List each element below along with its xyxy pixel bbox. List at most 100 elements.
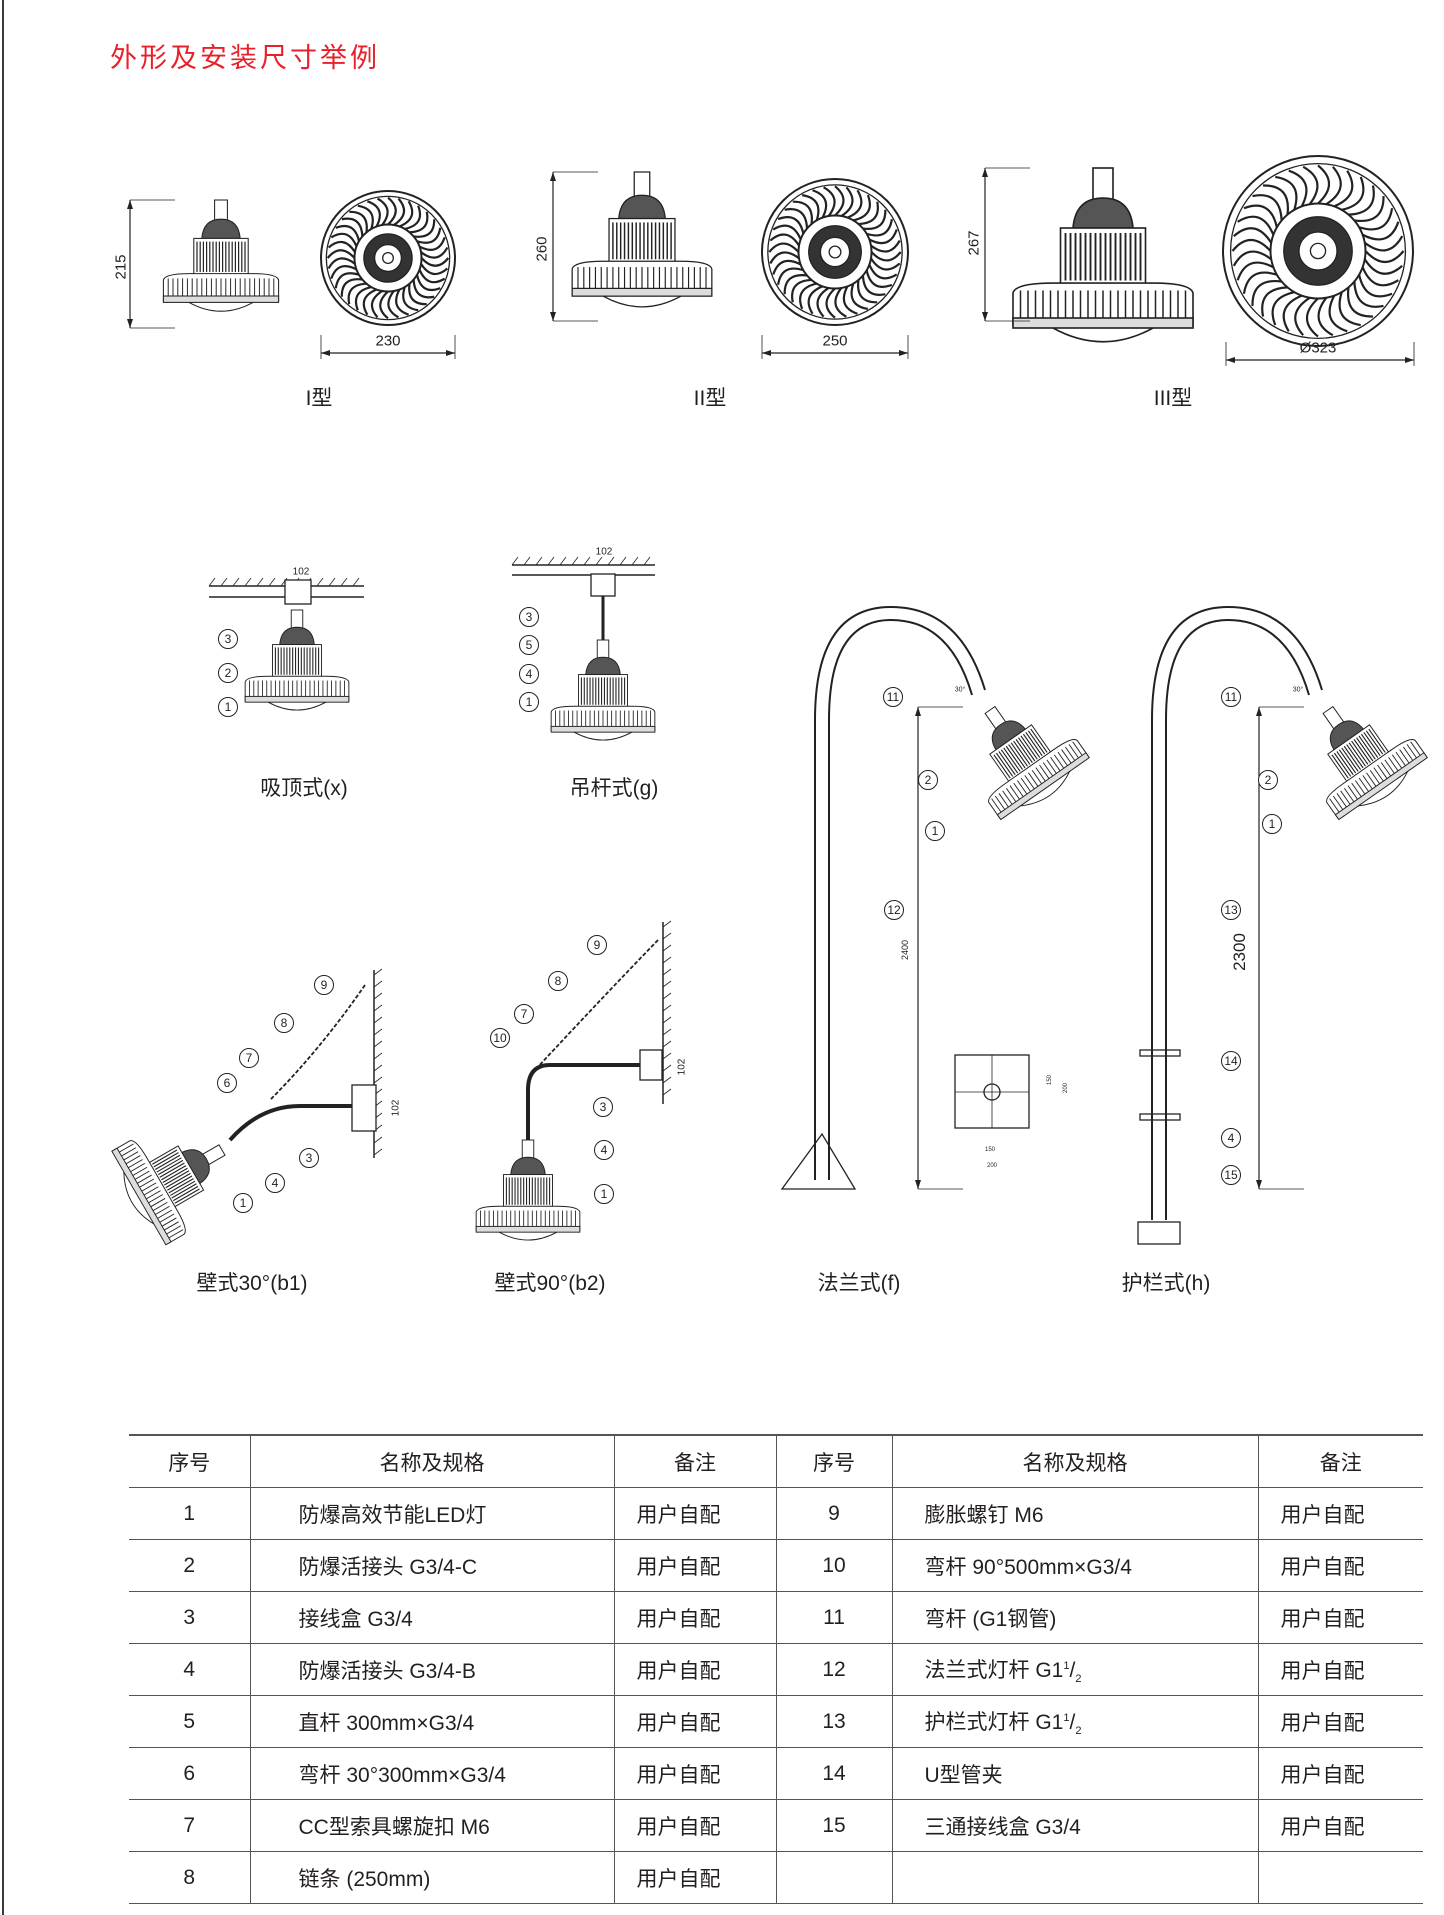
table-cell: 防爆活接头 G3/4-B <box>249 1643 614 1696</box>
callout-b1-9: 9 <box>314 975 334 995</box>
type-3-top-view <box>1222 155 1414 347</box>
callout-h-11: 11 <box>1221 687 1241 707</box>
page-title: 外形及安装尺寸举例 <box>110 43 380 73</box>
table-cell: 15 <box>775 1799 892 1852</box>
callout-g-3: 3 <box>519 607 539 627</box>
callout-g-4: 4 <box>519 664 539 684</box>
column-header: 序号 <box>129 1434 250 1488</box>
callout-h-15: 15 <box>1221 1165 1241 1185</box>
callout-h-13: 13 <box>1221 900 1241 920</box>
column-header: 名称及规格 <box>891 1434 1258 1488</box>
callout-b2-4: 4 <box>594 1140 614 1160</box>
callout-b1-7: 7 <box>239 1048 259 1068</box>
callout-h-4: 4 <box>1221 1128 1241 1148</box>
callout-x-1: 1 <box>218 697 238 717</box>
callout-f-11: 11 <box>883 687 903 707</box>
table-cell: 用户自配 <box>613 1487 776 1540</box>
table-cell: 9 <box>775 1487 892 1540</box>
table-cell: 用户自配 <box>1257 1539 1423 1592</box>
table-cell: 弯杆 30°300mm×G3/4 <box>249 1747 614 1800</box>
table-cell: 用户自配 <box>613 1799 776 1852</box>
callout-b1-3: 3 <box>299 1148 319 1168</box>
callout-f-1: 1 <box>925 821 945 841</box>
table-cell: 7 <box>129 1799 250 1852</box>
table-cell: 法兰式灯杆 G11/2 <box>891 1643 1258 1696</box>
table-cell: 3 <box>129 1591 250 1644</box>
table-cell: 用户自配 <box>613 1539 776 1592</box>
mount-f-lamp <box>984 705 1090 821</box>
table-cell <box>891 1851 1258 1904</box>
table-cell: 接线盒 G3/4 <box>249 1591 614 1644</box>
callout-h-1: 1 <box>1262 814 1282 834</box>
callout-x-3: 3 <box>218 629 238 649</box>
callout-x-2: 2 <box>218 663 238 683</box>
mount-g-dim: 102 <box>595 546 613 558</box>
table-cell: 用户自配 <box>613 1695 776 1748</box>
table-cell: 13 <box>775 1695 892 1748</box>
table-cell: 弯杆 90°500mm×G3/4 <box>891 1539 1258 1592</box>
table-cell: 直杆 300mm×G3/4 <box>249 1695 614 1748</box>
callout-b2-9: 9 <box>587 935 607 955</box>
mount-b2-dim: 102 <box>676 1058 688 1076</box>
table-cell: 用户自配 <box>613 1851 776 1904</box>
callout-g-5: 5 <box>519 635 539 655</box>
callout-b2-7: 7 <box>514 1004 534 1024</box>
type-3-height: 267 <box>965 230 983 256</box>
type-1-top-view <box>320 190 456 326</box>
plate-dim-1: 150 <box>1047 1074 1053 1086</box>
plate-dim-2: 200 <box>1063 1082 1069 1094</box>
callout-b2-1: 1 <box>594 1184 614 1204</box>
table-cell: 用户自配 <box>1257 1695 1423 1748</box>
table-cell: 用户自配 <box>1257 1643 1423 1696</box>
mount-b1-label: 壁式30°(b1) <box>196 1272 308 1295</box>
callout-b2-10: 10 <box>490 1028 510 1048</box>
mount-h-angle: 30° <box>1292 686 1304 694</box>
mount-b1-dim: 102 <box>390 1099 402 1117</box>
callout-g-1: 1 <box>519 692 539 712</box>
mount-f-angle: 30° <box>954 686 966 694</box>
table-cell: 11 <box>775 1591 892 1644</box>
table-cell: 用户自配 <box>1257 1747 1423 1800</box>
mount-f-label: 法兰式(f) <box>817 1272 901 1295</box>
table-cell: 用户自配 <box>613 1643 776 1696</box>
column-header: 序号 <box>775 1434 892 1488</box>
column-header: 备注 <box>1257 1434 1423 1488</box>
mount-g-lamp <box>550 639 656 741</box>
table-cell: 5 <box>129 1695 250 1748</box>
callout-b1-6: 6 <box>217 1073 237 1093</box>
callout-b1-1: 1 <box>233 1193 253 1213</box>
type-1-height: 215 <box>112 254 130 280</box>
type-2-height: 260 <box>533 236 551 262</box>
type-1-width: 230 <box>375 332 401 350</box>
table-cell: 用户自配 <box>613 1747 776 1800</box>
table-cell: 10 <box>775 1539 892 1592</box>
mount-x-lamp <box>244 609 350 711</box>
type-3-top-view <box>761 178 909 326</box>
type-2-width: 250 <box>822 332 848 350</box>
table-cell: 链条 (250mm) <box>249 1851 614 1904</box>
mount-h-lamp <box>1322 705 1428 821</box>
type-2-side-view <box>571 171 713 308</box>
table-cell: 三通接线盒 G3/4 <box>891 1799 1258 1852</box>
plate-dim-4: 200 <box>986 1163 998 1169</box>
type-3-side-view <box>1012 167 1194 343</box>
mount-f-dim: 2400 <box>900 939 910 961</box>
callout-f-2: 2 <box>918 770 938 790</box>
table-cell: 8 <box>129 1851 250 1904</box>
mount-g-label: 吊杆式(g) <box>569 777 659 800</box>
table-cell: U型管夹 <box>891 1747 1258 1800</box>
table-cell: 14 <box>775 1747 892 1800</box>
type-3-label: III型 <box>1153 387 1193 410</box>
table-cell: 防爆活接头 G3/4-C <box>249 1539 614 1592</box>
type-1-side-view <box>162 199 280 312</box>
table-header-row: 序号名称及规格备注序号名称及规格备注 <box>129 1434 1423 1488</box>
table-cell: 1 <box>129 1487 250 1540</box>
mount-h-label: 护栏式(h) <box>1121 1272 1211 1295</box>
